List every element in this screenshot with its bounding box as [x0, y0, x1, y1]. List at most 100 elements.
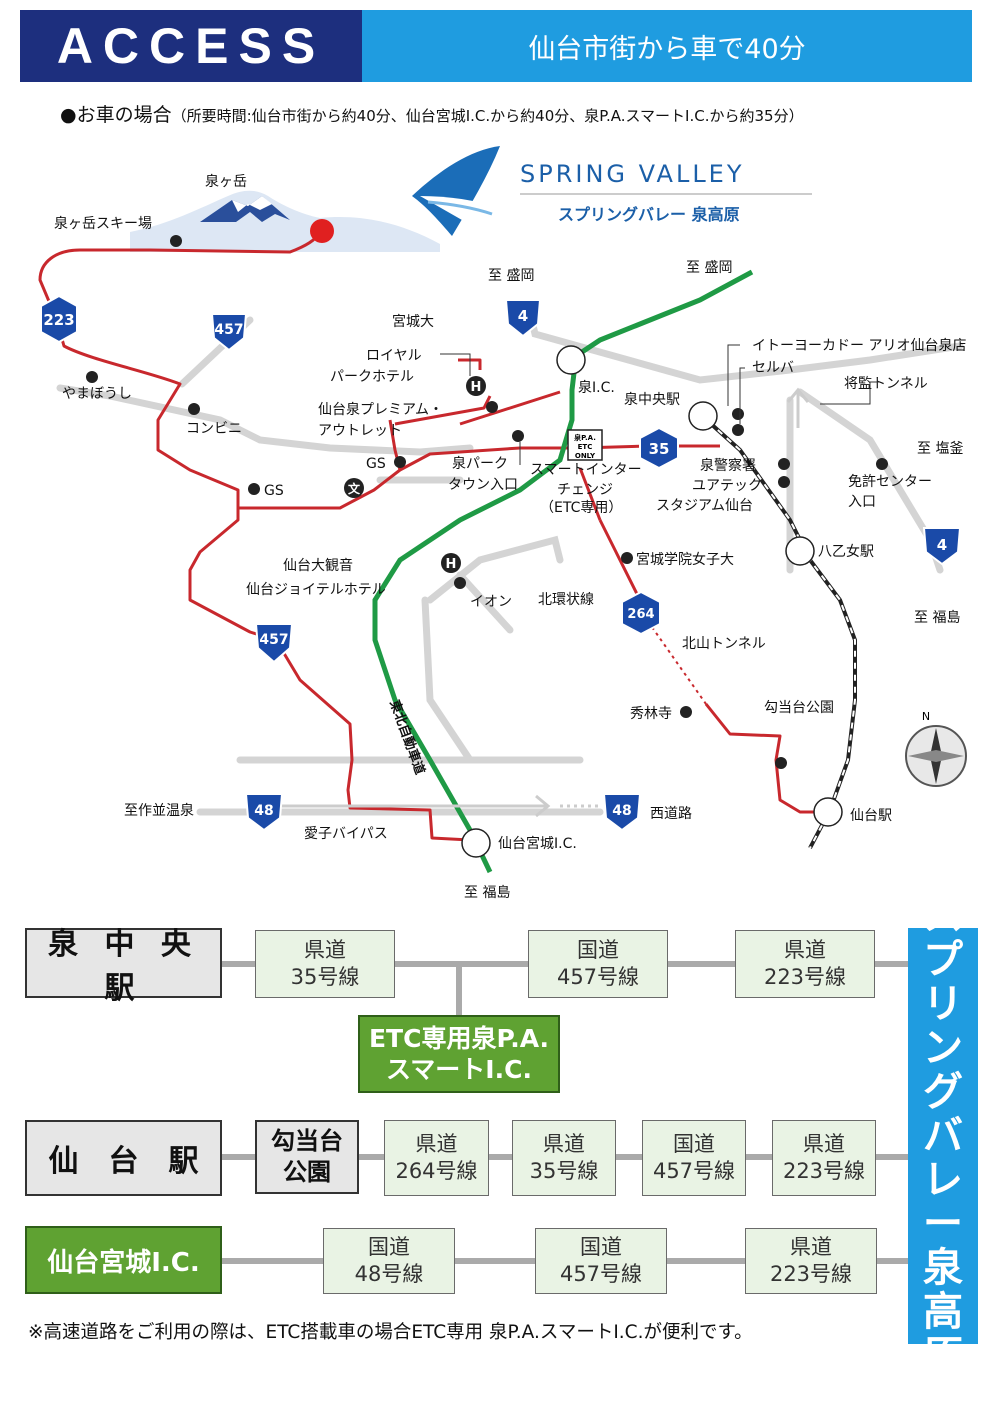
- car-access-note: ●お車の場合（所要時間:仙台市街から約40分、仙台宮城I.C.から約40分、泉P…: [60, 100, 804, 127]
- destination-char: リ: [923, 981, 963, 1027]
- label-seruba: セルバ: [752, 360, 794, 376]
- label-police: 泉警察署: [700, 457, 756, 474]
- label-smart-ic: チェンジ: [557, 482, 613, 498]
- label-kitayama-tunnel: 北山トンネル: [682, 636, 766, 652]
- label-to-fukushima: 至 福島: [914, 610, 960, 626]
- route-457-shield: 457: [210, 313, 248, 352]
- label-kotodai-park: 勾当台公園: [764, 700, 834, 716]
- label-royal-park-hotel: パークホテル: [330, 369, 414, 385]
- izumichuo-station-marker: [688, 401, 718, 431]
- car-access-heading: ●お車の場合: [60, 104, 172, 126]
- svg-text:264: 264: [627, 607, 654, 622]
- izumi-ic-marker: [556, 345, 586, 375]
- compass-icon: N: [905, 710, 967, 787]
- access-subtitle: 仙台市街から車で40分: [362, 10, 972, 82]
- destination-char: グ: [923, 1069, 963, 1115]
- destination-char: 高: [923, 1289, 963, 1335]
- svg-text:457: 457: [259, 632, 288, 648]
- label-konbini: コンビニ: [186, 421, 242, 437]
- destination-char: 原: [923, 1333, 963, 1379]
- label-to-sakunami: 至作並温泉: [124, 802, 194, 819]
- start-sendai-station: 仙 台 駅: [25, 1120, 222, 1196]
- destination-char: ン: [923, 1025, 963, 1071]
- label-tohoku-expressway: 東北自動車道: [386, 698, 428, 777]
- route-4-shield: 4: [504, 299, 542, 338]
- label-joytel-hotel: 仙台ジョイテルホテル: [246, 582, 386, 598]
- car-access-times: （所要時間:仙台市街から約40分、仙台宮城I.C.から約40分、泉P.A.スマー…: [171, 107, 804, 125]
- svg-text:ETC: ETC: [578, 443, 593, 451]
- svg-text:N: N: [922, 710, 930, 723]
- label-gs: GS: [366, 456, 386, 472]
- route-223-shield: 223: [40, 294, 78, 344]
- destination-char: レ: [923, 1157, 963, 1203]
- spring-valley-marker: [310, 219, 334, 243]
- svg-text:35: 35: [649, 440, 670, 458]
- svg-text:4: 4: [518, 307, 528, 325]
- destination-char: ス: [923, 893, 963, 939]
- spring-valley-logo: SPRING VALLEY スプリングバレー 泉高原: [412, 146, 812, 236]
- destination-char: バ: [923, 1113, 963, 1159]
- label-gakuin-univ: 宮城学院女子大: [636, 551, 734, 568]
- etc-only-sign: 泉P.A. ETC ONLY: [567, 429, 603, 461]
- label-license-center: 入口: [848, 494, 876, 510]
- access-map: 223 457 457 4 4 35 264 48 48 泉P.A. ETC O…: [38, 146, 967, 901]
- label-yamaboushi: やまぼうし: [62, 386, 132, 402]
- label-ski-resort: 泉ヶ岳スキー場: [54, 215, 152, 232]
- prefectural-roads: [38, 231, 828, 842]
- label-to-morioka: 至 盛岡: [488, 268, 534, 284]
- hotel-icon: H: [466, 376, 486, 396]
- label-premium-outlet: アウトレット: [318, 423, 402, 439]
- start-sendai-miyagi-ic: 仙台宮城I.C.: [25, 1226, 222, 1294]
- label-daikannon: 仙台大観音: [283, 557, 353, 574]
- route-48-shield: 48: [244, 793, 284, 832]
- route-4-shield: 4: [922, 527, 962, 566]
- svg-text:泉P.A.: 泉P.A.: [574, 433, 596, 442]
- label-miyagi-univ: 宮城大: [392, 314, 434, 330]
- label-nishi-doro: 西道路: [650, 806, 692, 822]
- route-48-shield: 48: [602, 793, 642, 832]
- yaotome-station-marker: [785, 536, 815, 566]
- svg-text:文: 文: [348, 481, 361, 496]
- destination-char: ー: [923, 1201, 963, 1247]
- svg-text:SPRING VALLEY: SPRING VALLEY: [520, 160, 745, 188]
- mountain-illustration: [130, 190, 440, 252]
- school-icon: 文: [344, 478, 364, 498]
- kitayama-tunnel-line: [639, 609, 707, 705]
- leader-lines: [440, 344, 880, 465]
- route-35-shield: 35: [639, 426, 679, 470]
- tohoku-expressway: [372, 269, 754, 874]
- svg-text:H: H: [471, 380, 482, 395]
- poi-dots: [86, 235, 888, 769]
- label-sendai-station: 仙台駅: [850, 808, 892, 824]
- label-yuatekku-stadium: ユアテック: [692, 478, 762, 494]
- destination-banner: スプリングバレー泉高原: [908, 894, 978, 1378]
- label-gs: GS: [264, 483, 284, 499]
- step-kotodai-park: 勾当台公園: [255, 1120, 359, 1194]
- label-izumi-park-town: タウン入口: [448, 477, 518, 493]
- label-hokkan-line: 北環状線: [538, 592, 594, 608]
- map-labels: 泉ヶ岳 泉ヶ岳スキー場 やまぼうし コンビニ GS GS 宮城大 ロイヤル パー…: [54, 173, 966, 901]
- sendai-miyagi-ic-marker: [461, 828, 491, 858]
- svg-text:457: 457: [214, 322, 243, 338]
- svg-text:223: 223: [43, 311, 74, 329]
- etc-smart-ic-box: ETC専用泉P.A.スマートI.C.: [358, 1015, 560, 1093]
- label-smart-ic: （ETC専用）: [540, 500, 622, 516]
- start-izumichuo-station: 泉 中 央 駅: [25, 927, 222, 1006]
- svg-text:スプリングバレー 泉高原: スプリングバレー 泉高原: [558, 205, 740, 224]
- label-aeon: イオン: [470, 594, 512, 610]
- route-457-shield: 457: [254, 623, 294, 664]
- hotel-icon: H: [441, 553, 461, 573]
- direction-arrows: [280, 387, 810, 818]
- railway-dashes: [699, 413, 856, 849]
- label-izumichuo-station: 泉中央駅: [624, 391, 680, 408]
- label-to-fukushima: 至 福島: [464, 885, 510, 901]
